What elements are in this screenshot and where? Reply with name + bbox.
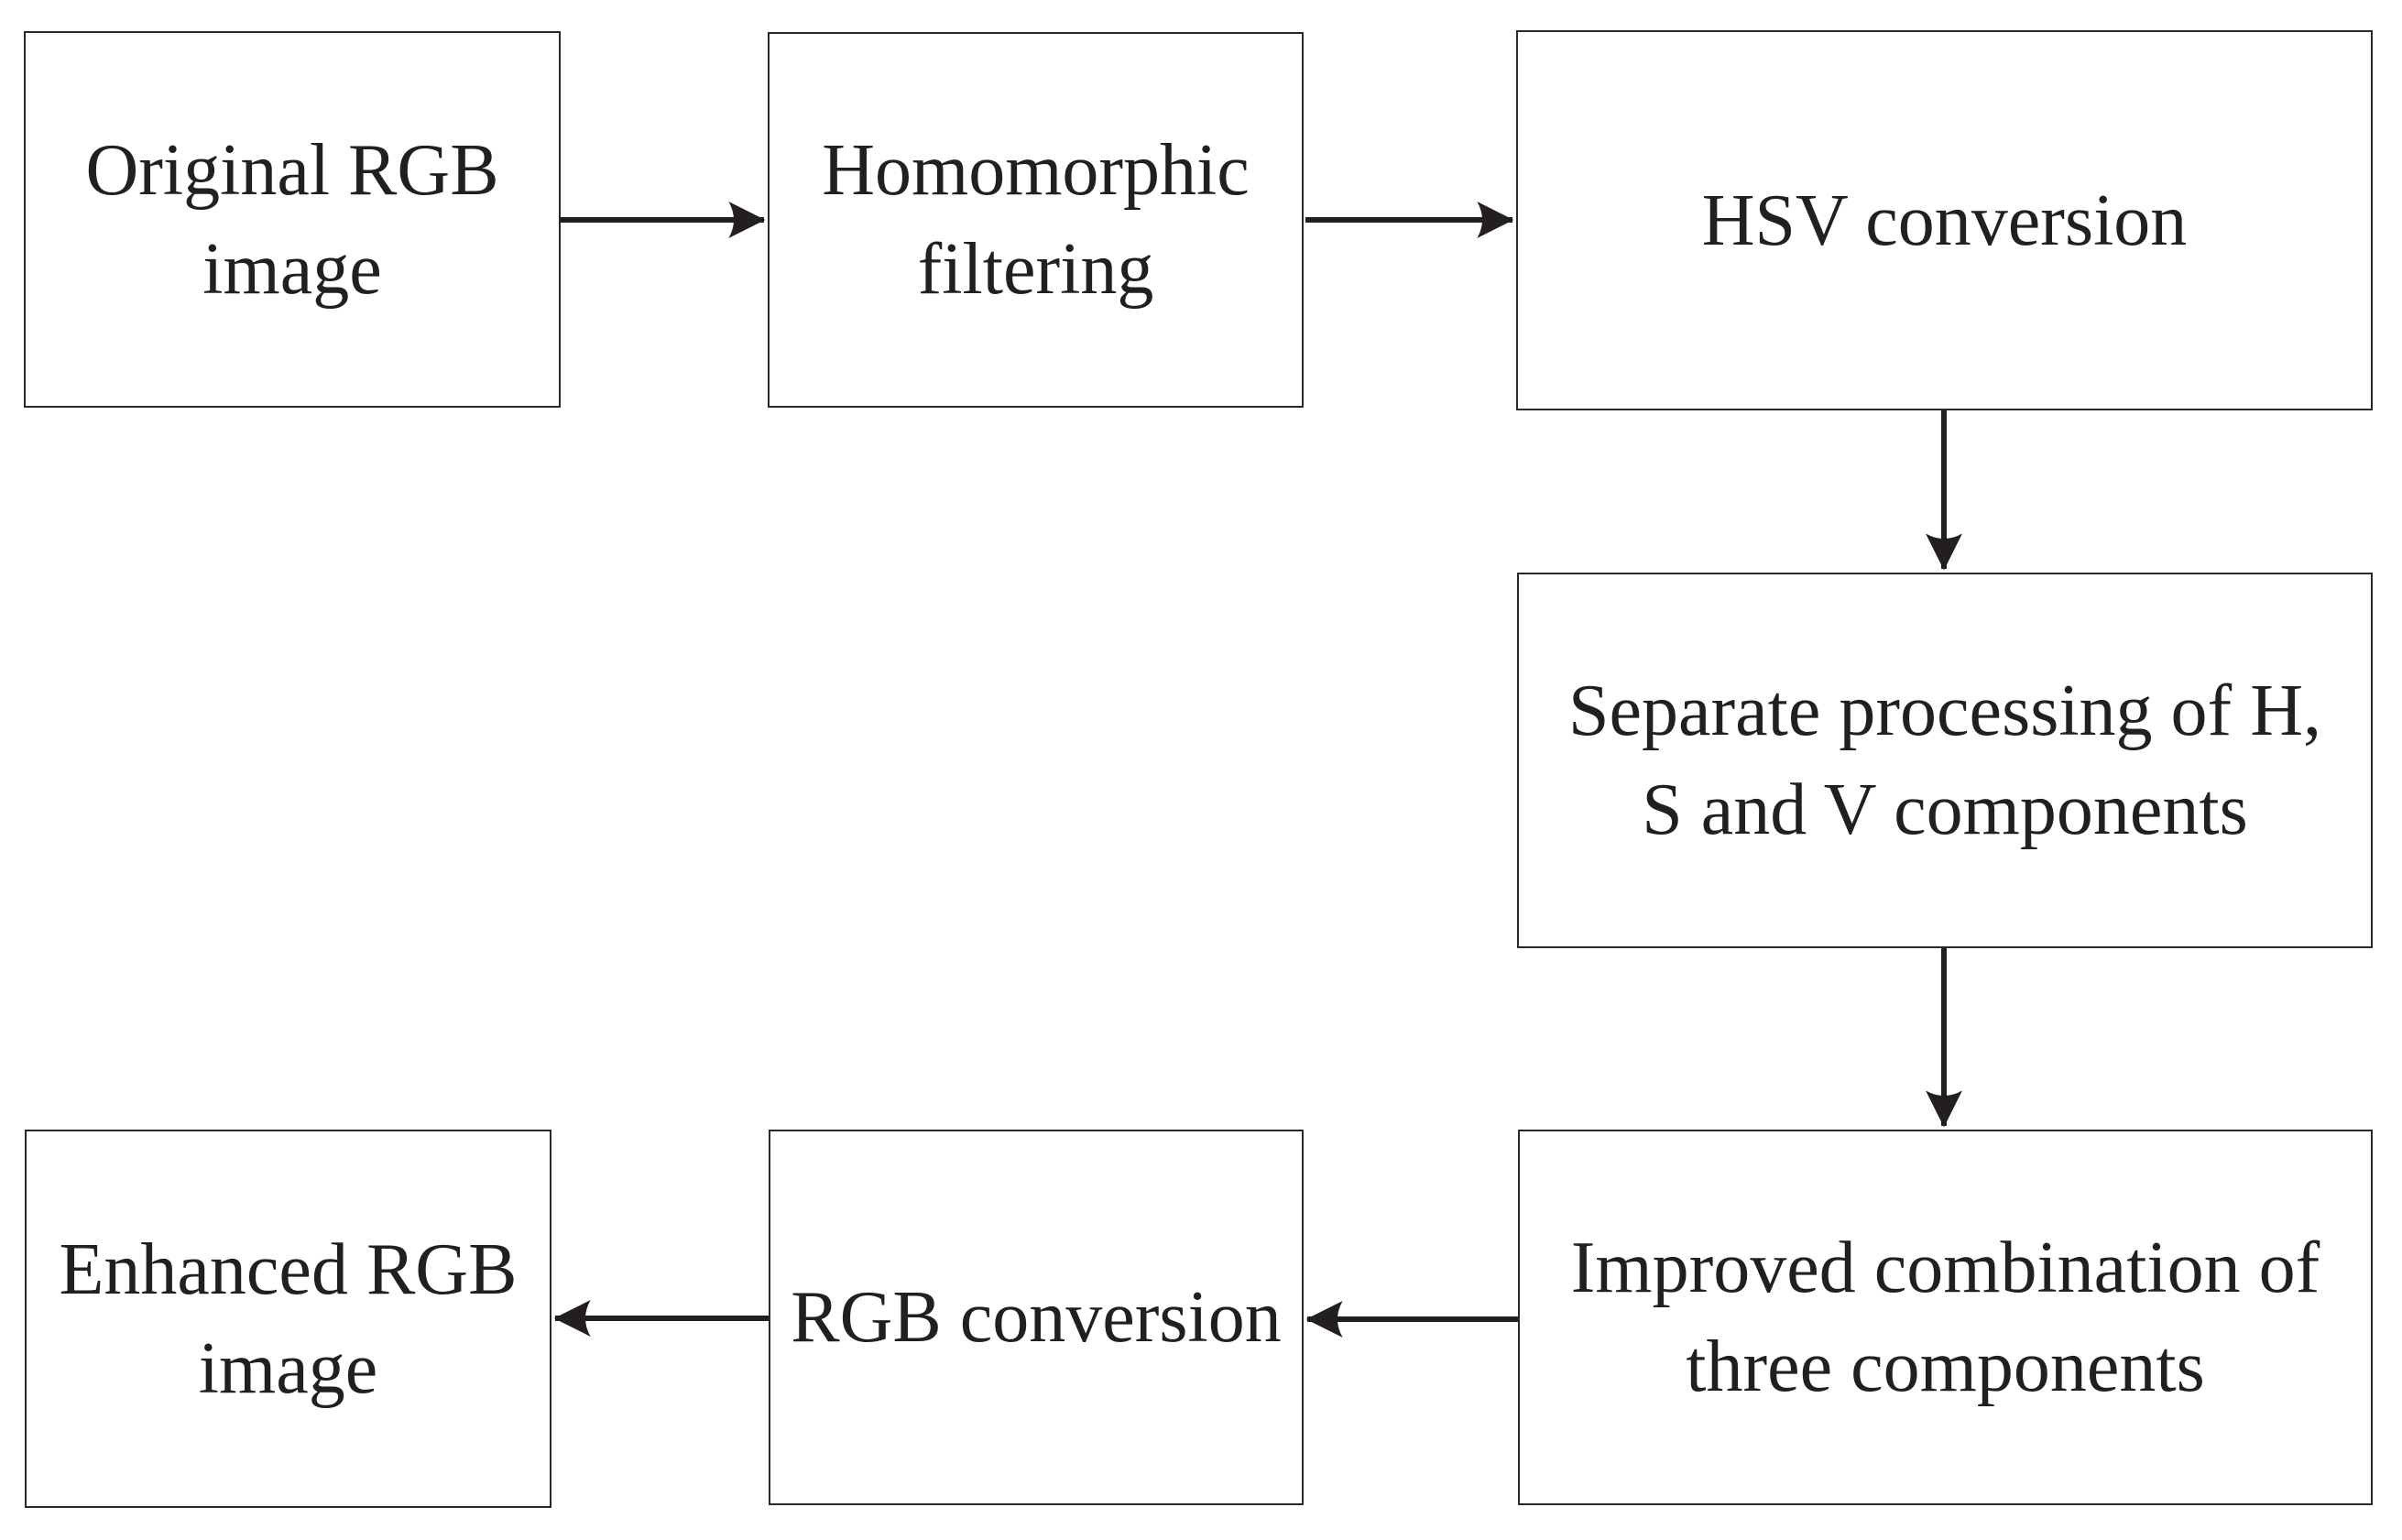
node-improved-combination: Improved combination of three components	[1518, 1130, 2373, 1505]
node-hsv-conversion: HSV conversion	[1516, 30, 2373, 410]
node-label-improved-combination: Improved combination of three components	[1570, 1228, 2320, 1407]
node-label-separate-processing: Separate processing of H, S and V compon…	[1568, 671, 2321, 850]
node-label-homomorphic-filtering: Homomorphic filtering	[822, 130, 1250, 310]
node-original-rgb-image: Original RGB image	[24, 31, 561, 408]
node-label-enhanced-rgb-image: Enhanced RGB image	[59, 1229, 518, 1409]
node-homomorphic-filtering: Homomorphic filtering	[768, 32, 1304, 408]
node-separate-processing: Separate processing of H, S and V compon…	[1517, 573, 2373, 948]
node-label-hsv-conversion: HSV conversion	[1701, 180, 2188, 261]
node-rgb-conversion: RGB conversion	[769, 1130, 1304, 1505]
node-label-rgb-conversion: RGB conversion	[791, 1277, 1282, 1358]
node-enhanced-rgb-image: Enhanced RGB image	[25, 1130, 551, 1508]
node-label-original-rgb-image: Original RGB image	[85, 129, 499, 310]
